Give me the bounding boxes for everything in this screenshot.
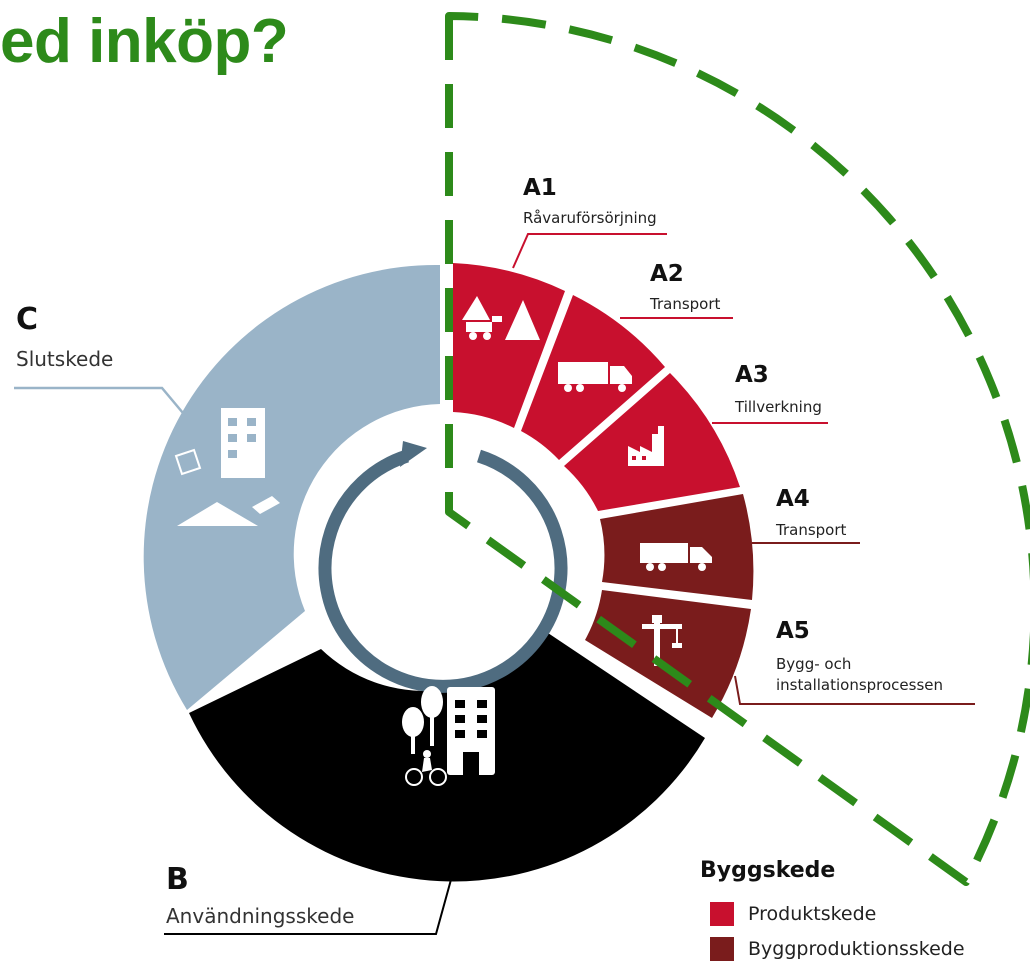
- legend-label-construction: Byggproduktionsskede: [748, 938, 965, 960]
- stage-c-name: Slutskede: [16, 347, 114, 371]
- page-title: ed inköp?: [0, 7, 289, 76]
- stage-a3-code: A3: [735, 362, 769, 388]
- factory-icon: [628, 426, 664, 466]
- stage-a5-code: A5: [776, 618, 810, 644]
- stage-a5-name-line1: Bygg- och: [776, 655, 852, 673]
- leader-line-c: [14, 386, 189, 420]
- truck-icon: [640, 543, 712, 571]
- legend-title: Byggskede: [700, 858, 836, 883]
- cycle-arrow-icon: [318, 441, 568, 693]
- stage-a3-name: Tillverkning: [735, 398, 822, 416]
- stage-a2-code: A2: [650, 261, 684, 287]
- legend-swatch-product: [710, 902, 734, 926]
- legend-label-product: Produktskede: [748, 903, 877, 925]
- building-trees-bicycle-icon: [402, 686, 495, 786]
- stage-b-code: B: [166, 862, 189, 897]
- legend-item-product-stage: Produktskede: [710, 902, 876, 926]
- stage-a4-name: Transport: [776, 521, 847, 539]
- stage-b-name: Användningsskede: [166, 904, 355, 928]
- stage-a1-code: A1: [523, 175, 557, 201]
- leader-line-a1: [512, 233, 667, 269]
- segment-c-end-of-life: [143, 264, 441, 710]
- stage-c-code: C: [16, 302, 39, 337]
- stage-a4-code: A4: [776, 486, 810, 512]
- legend-item-construction-stage: Byggproduktionsskede: [710, 937, 965, 961]
- segment-a5-construction: [585, 590, 751, 718]
- stage-a1-name: Råvaruförsörjning: [523, 209, 657, 227]
- stage-a2-name: Transport: [650, 295, 721, 313]
- demolition-building-icon: [174, 408, 280, 526]
- leader-line-a5: [734, 675, 975, 705]
- raw-material-mining-icon: [462, 296, 540, 340]
- truck-icon: [558, 362, 632, 392]
- highlight-sector-outline: [445, 12, 1030, 886]
- crane-icon: [642, 615, 682, 666]
- stage-a5-name-line2: installationsprocessen: [776, 676, 944, 694]
- legend-swatch-construction: [710, 937, 734, 961]
- leader-line-b: [164, 875, 453, 935]
